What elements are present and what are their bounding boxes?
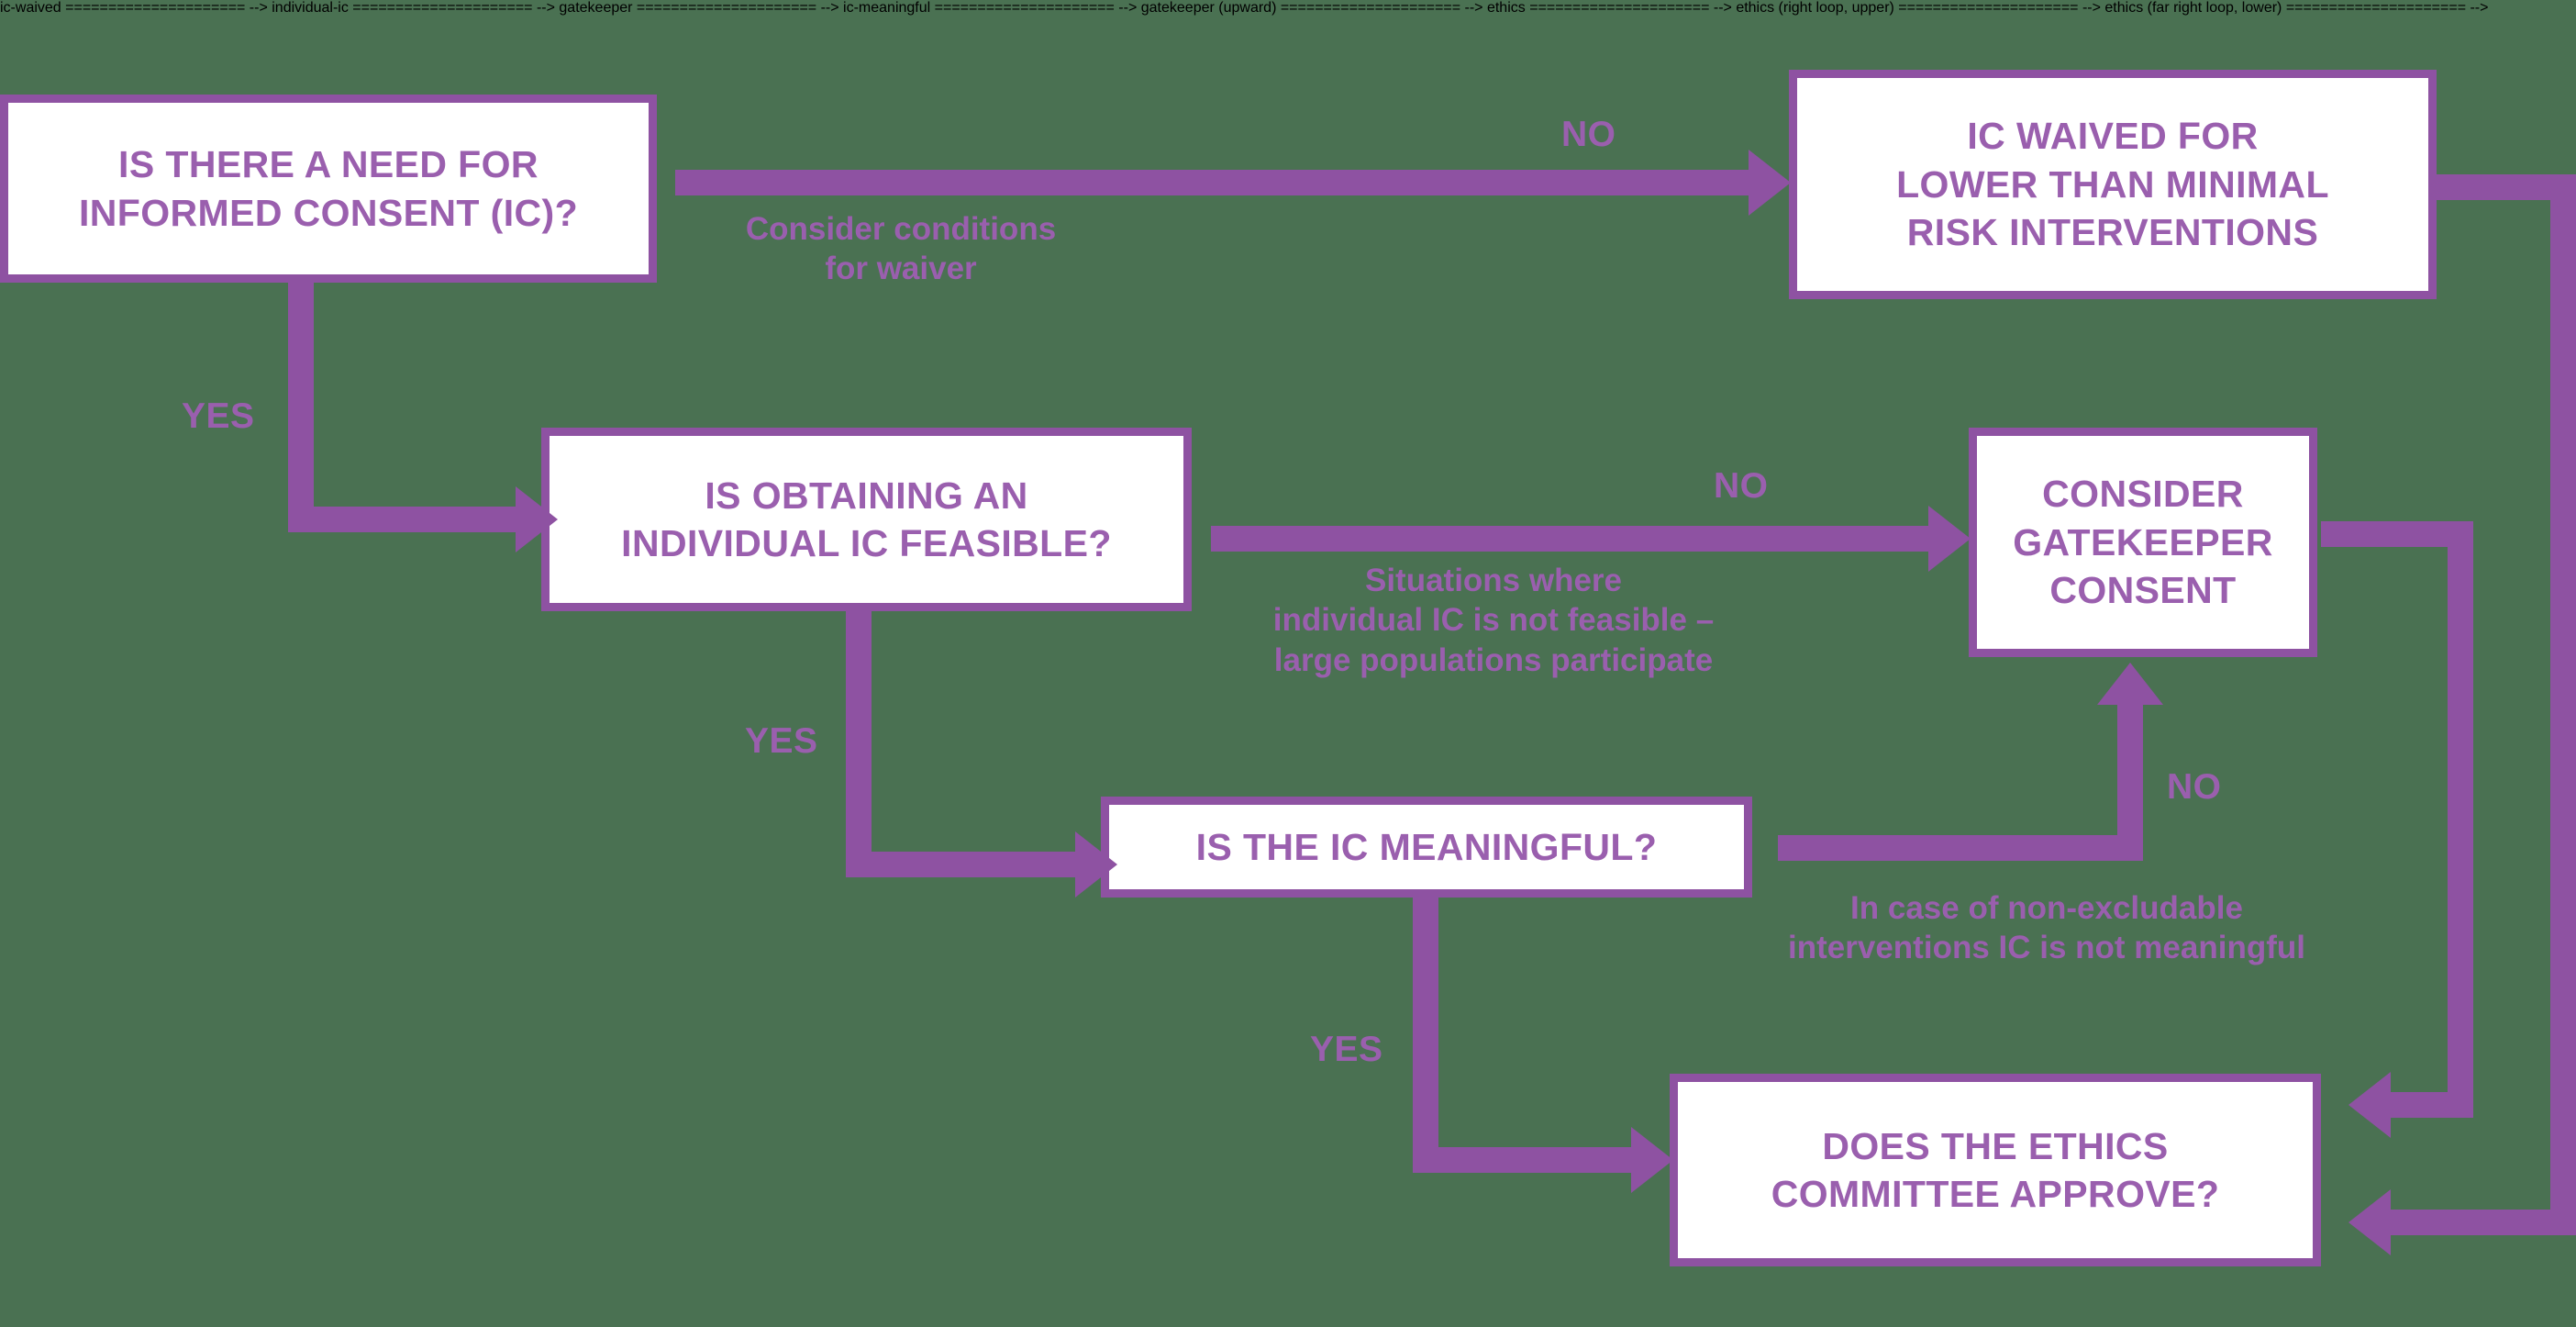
edge-yes-feasible-arrowhead	[1075, 831, 1117, 898]
edge-waived-to-ethics-arrowhead	[2348, 1189, 2391, 1255]
edge-yes-meaningful-horizontal	[1413, 1147, 1631, 1173]
edge-yes-feasible-vertical	[846, 611, 872, 877]
node-ic-waived[interactable]: IC WAIVED FOR LOWER THAN MINIMAL RISK IN…	[1789, 70, 2437, 299]
node-need-ic[interactable]: IS THERE A NEED FOR INFORMED CONSENT (IC…	[0, 95, 657, 283]
node-individual-ic-label: IS OBTAINING AN INDIVIDUAL IC FEASIBLE?	[621, 474, 1112, 564]
edge-tag-no-meaningful: NO	[2167, 767, 2222, 807]
edge-tag-yes-meaningful: YES	[1310, 1030, 1383, 1069]
edge-yes-need-arrowhead	[516, 486, 558, 552]
node-ethics[interactable]: DOES THE ETHICS COMMITTEE APPROVE?	[1670, 1074, 2321, 1266]
edge-no-feasible-arrowhead	[1928, 506, 1971, 572]
edge-no-waiver-line	[675, 170, 1749, 195]
edge-yes-meaningful-vertical	[1413, 898, 1438, 1173]
edge-waived-to-ethics-vertical	[2550, 174, 2576, 1235]
node-individual-ic[interactable]: IS OBTAINING AN INDIVIDUAL IC FEASIBLE?	[541, 428, 1192, 611]
edge-yes-need-horizontal	[288, 507, 516, 532]
edge-no-meaningful-arrowhead	[2097, 663, 2163, 705]
edge-tag-yes-need: YES	[182, 396, 255, 436]
edge-no-meaningful-horizontal	[1778, 835, 2143, 861]
edge-tag-yes-feasible: YES	[745, 721, 818, 761]
node-ic-meaningful[interactable]: IS THE IC MEANINGFUL?	[1101, 797, 1752, 898]
node-ethics-label: DOES THE ETHICS COMMITTEE APPROVE?	[1771, 1124, 2220, 1215]
node-gatekeeper-label: CONSIDER GATEKEEPER CONSENT	[2013, 473, 2273, 612]
node-ic-waived-label: IC WAIVED FOR LOWER THAN MINIMAL RISK IN…	[1896, 115, 2329, 254]
edge-waived-to-ethics-horizontal-bottom	[2391, 1210, 2576, 1235]
node-need-ic-label: IS THERE A NEED FOR INFORMED CONSENT (IC…	[78, 143, 579, 234]
edge-no-waiver-arrowhead	[1749, 150, 1791, 216]
edge-tag-no-waiver: NO	[1561, 115, 1616, 154]
edge-yes-need-vertical	[288, 283, 314, 532]
edge-no-feasible-line	[1211, 526, 1928, 552]
edge-note-waiver-conditions: Consider conditions for waiver	[745, 211, 1057, 287]
edge-gatekeeper-to-ethics-arrowhead	[2348, 1072, 2391, 1138]
edge-tag-no-feasible: NO	[1714, 466, 1769, 506]
node-gatekeeper[interactable]: CONSIDER GATEKEEPER CONSENT	[1969, 428, 2317, 657]
edge-note-not-feasible: Situations where individual IC is not fe…	[1272, 563, 1715, 678]
edge-gatekeeper-to-ethics-horizontal-bottom	[2391, 1092, 2473, 1118]
edge-note-non-excludable: In case of non-excludable interventions …	[1788, 890, 2305, 966]
edge-yes-feasible-horizontal	[846, 852, 1075, 877]
edge-yes-meaningful-arrowhead	[1631, 1127, 1673, 1193]
edge-gatekeeper-to-ethics-vertical	[2448, 521, 2473, 1118]
edge-no-meaningful-vertical	[2117, 705, 2143, 861]
node-ic-meaningful-label: IS THE IC MEANINGFUL?	[1195, 825, 1658, 868]
